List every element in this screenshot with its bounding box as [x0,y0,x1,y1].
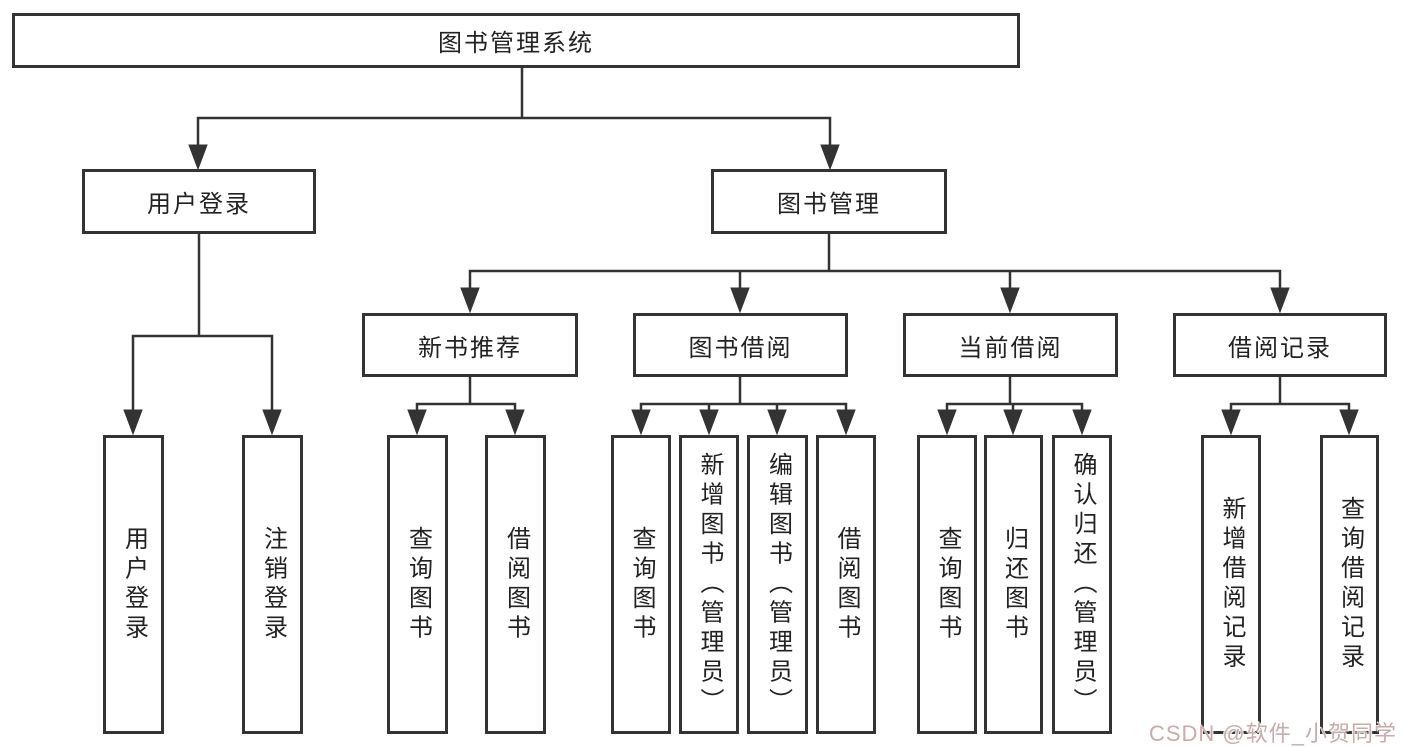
arrowhead-icon [767,409,787,436]
node-book-management: 图书管理 [711,169,947,234]
node-leaf-add-book-admin: 新增图书（管理员） [679,435,739,734]
connector-book-borrow-children [631,375,856,436]
arrowhead-icon [730,287,750,314]
connector-book-management-children [460,232,1290,314]
node-leaf-confirm-return-admin: 确认归还（管理员） [1052,435,1112,734]
node-book-borrow: 图书借阅 [633,313,848,377]
node-leaf-query-borrow-record: 查询借阅记录 [1320,435,1379,734]
connector-root-to-level2 [188,66,840,171]
node-leaf-add-borrow-record: 新增借阅记录 [1201,435,1261,734]
arrowhead-icon [407,409,427,436]
connector-borrow-records-children [1221,375,1359,436]
arrowhead-icon [1000,287,1020,314]
node-leaf-logout: 注销登录 [242,435,303,734]
node-leaf-query-book-borrow: 查询图书 [611,435,671,734]
arrowhead-icon [123,409,143,436]
node-current-borrow: 当前借阅 [903,313,1118,377]
node-leaf-query-book-recommend: 查询图书 [387,435,448,734]
arrowhead-icon [188,144,208,171]
node-leaf-borrow-book-recommend: 借阅图书 [485,435,546,734]
arrowhead-icon [937,409,957,436]
arrowhead-icon [1270,287,1290,314]
node-leaf-query-book-current: 查询图书 [917,435,977,734]
node-leaf-return-book: 归还图书 [984,435,1043,734]
arrowhead-icon [820,144,840,171]
arrowhead-icon [631,409,651,436]
node-user-login: 用户登录 [82,169,316,234]
node-new-book-recommend: 新书推荐 [362,313,578,377]
arrowhead-icon [699,409,719,436]
connector-user-login-children [123,232,282,436]
arrowhead-icon [460,287,480,314]
arrowhead-icon [505,409,525,436]
node-system-root: 图书管理系统 [12,13,1020,68]
connector-current-borrow-children [937,375,1092,436]
arrowhead-icon [1072,409,1092,436]
connector-new-book-recommend-children [407,375,525,436]
arrowhead-icon [1339,409,1359,436]
node-leaf-user-login: 用户登录 [103,435,164,734]
arrowhead-icon [1221,409,1241,436]
node-borrow-records: 借阅记录 [1173,313,1387,377]
arrowhead-icon [836,409,856,436]
arrowhead-icon [262,409,282,436]
node-leaf-edit-book-admin: 编辑图书（管理员） [747,435,808,734]
arrowhead-icon [1003,409,1023,436]
node-leaf-borrow-book-borrow: 借阅图书 [816,435,876,734]
